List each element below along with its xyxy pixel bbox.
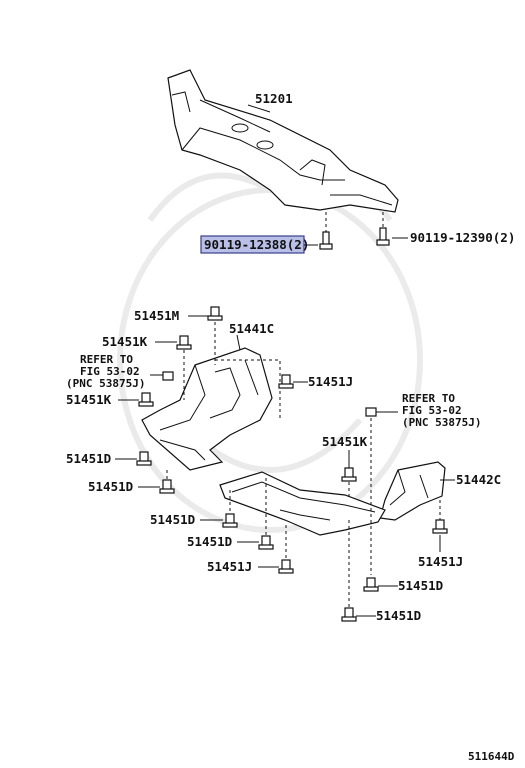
refer-right-line2: FIG 53-02 bbox=[402, 404, 462, 417]
label-51451K[interactable]: 51451K bbox=[102, 334, 148, 349]
bolt-icon[interactable] bbox=[319, 212, 333, 250]
label-51451D[interactable]: 51451D bbox=[66, 451, 111, 466]
label-51442C[interactable]: 51442C bbox=[456, 472, 501, 487]
clip-icon[interactable] bbox=[176, 335, 192, 350]
refer-left-line1: REFER TO bbox=[80, 353, 133, 366]
clip-icon[interactable] bbox=[363, 577, 379, 592]
clip-icon[interactable] bbox=[341, 467, 357, 482]
cover-right-drawing[interactable] bbox=[379, 461, 446, 521]
clip-icon[interactable] bbox=[207, 306, 223, 321]
label-51441C[interactable]: 51441C bbox=[229, 321, 274, 336]
refer-left-line2: FIG 53-02 bbox=[80, 365, 140, 378]
bolt-icon[interactable] bbox=[376, 212, 390, 246]
label-51451D[interactable]: 51451D bbox=[398, 578, 443, 593]
label-51451J[interactable]: 51451J bbox=[418, 554, 463, 569]
clip-icon[interactable] bbox=[159, 479, 175, 494]
label-90119-12388[interactable]: 90119-12388(2) bbox=[204, 237, 309, 252]
label-51451K[interactable]: 51451K bbox=[66, 392, 112, 407]
label-51451M[interactable]: 51451M bbox=[134, 308, 179, 323]
clip-icon[interactable] bbox=[136, 451, 152, 466]
label-51201[interactable]: 51201 bbox=[255, 91, 293, 106]
clip-icon[interactable] bbox=[138, 392, 154, 407]
clip-icon[interactable] bbox=[222, 513, 238, 528]
refer-right-line1: REFER TO bbox=[402, 392, 455, 405]
clip-icon[interactable] bbox=[258, 535, 274, 550]
clip-icon[interactable] bbox=[278, 374, 294, 389]
refer-tag-icon[interactable] bbox=[365, 407, 377, 417]
label-90119-12390[interactable]: 90119-12390(2) bbox=[410, 230, 515, 245]
label-51451J[interactable]: 51451J bbox=[308, 374, 353, 389]
label-51451K[interactable]: 51451K bbox=[322, 434, 368, 449]
label-51451D[interactable]: 51451D bbox=[88, 479, 133, 494]
refer-right-line3: (PNC 53875J) bbox=[402, 416, 481, 429]
clip-icon[interactable] bbox=[432, 519, 448, 534]
label-51451D[interactable]: 51451D bbox=[150, 512, 195, 527]
refer-tag-icon[interactable] bbox=[162, 371, 174, 381]
crossmember-drawing[interactable] bbox=[167, 69, 399, 213]
label-51451J[interactable]: 51451J bbox=[207, 559, 252, 574]
cover-left-drawing[interactable] bbox=[141, 347, 273, 471]
clip-icon[interactable] bbox=[278, 559, 294, 574]
clip-icon[interactable] bbox=[341, 607, 357, 622]
label-51451D[interactable]: 51451D bbox=[187, 534, 232, 549]
label-51451D[interactable]: 51451D bbox=[376, 608, 421, 623]
refer-left-line3: (PNC 53875J) bbox=[66, 377, 145, 390]
figure-id: 511644D bbox=[468, 750, 515, 763]
center-undercover-drawing[interactable] bbox=[219, 471, 386, 536]
